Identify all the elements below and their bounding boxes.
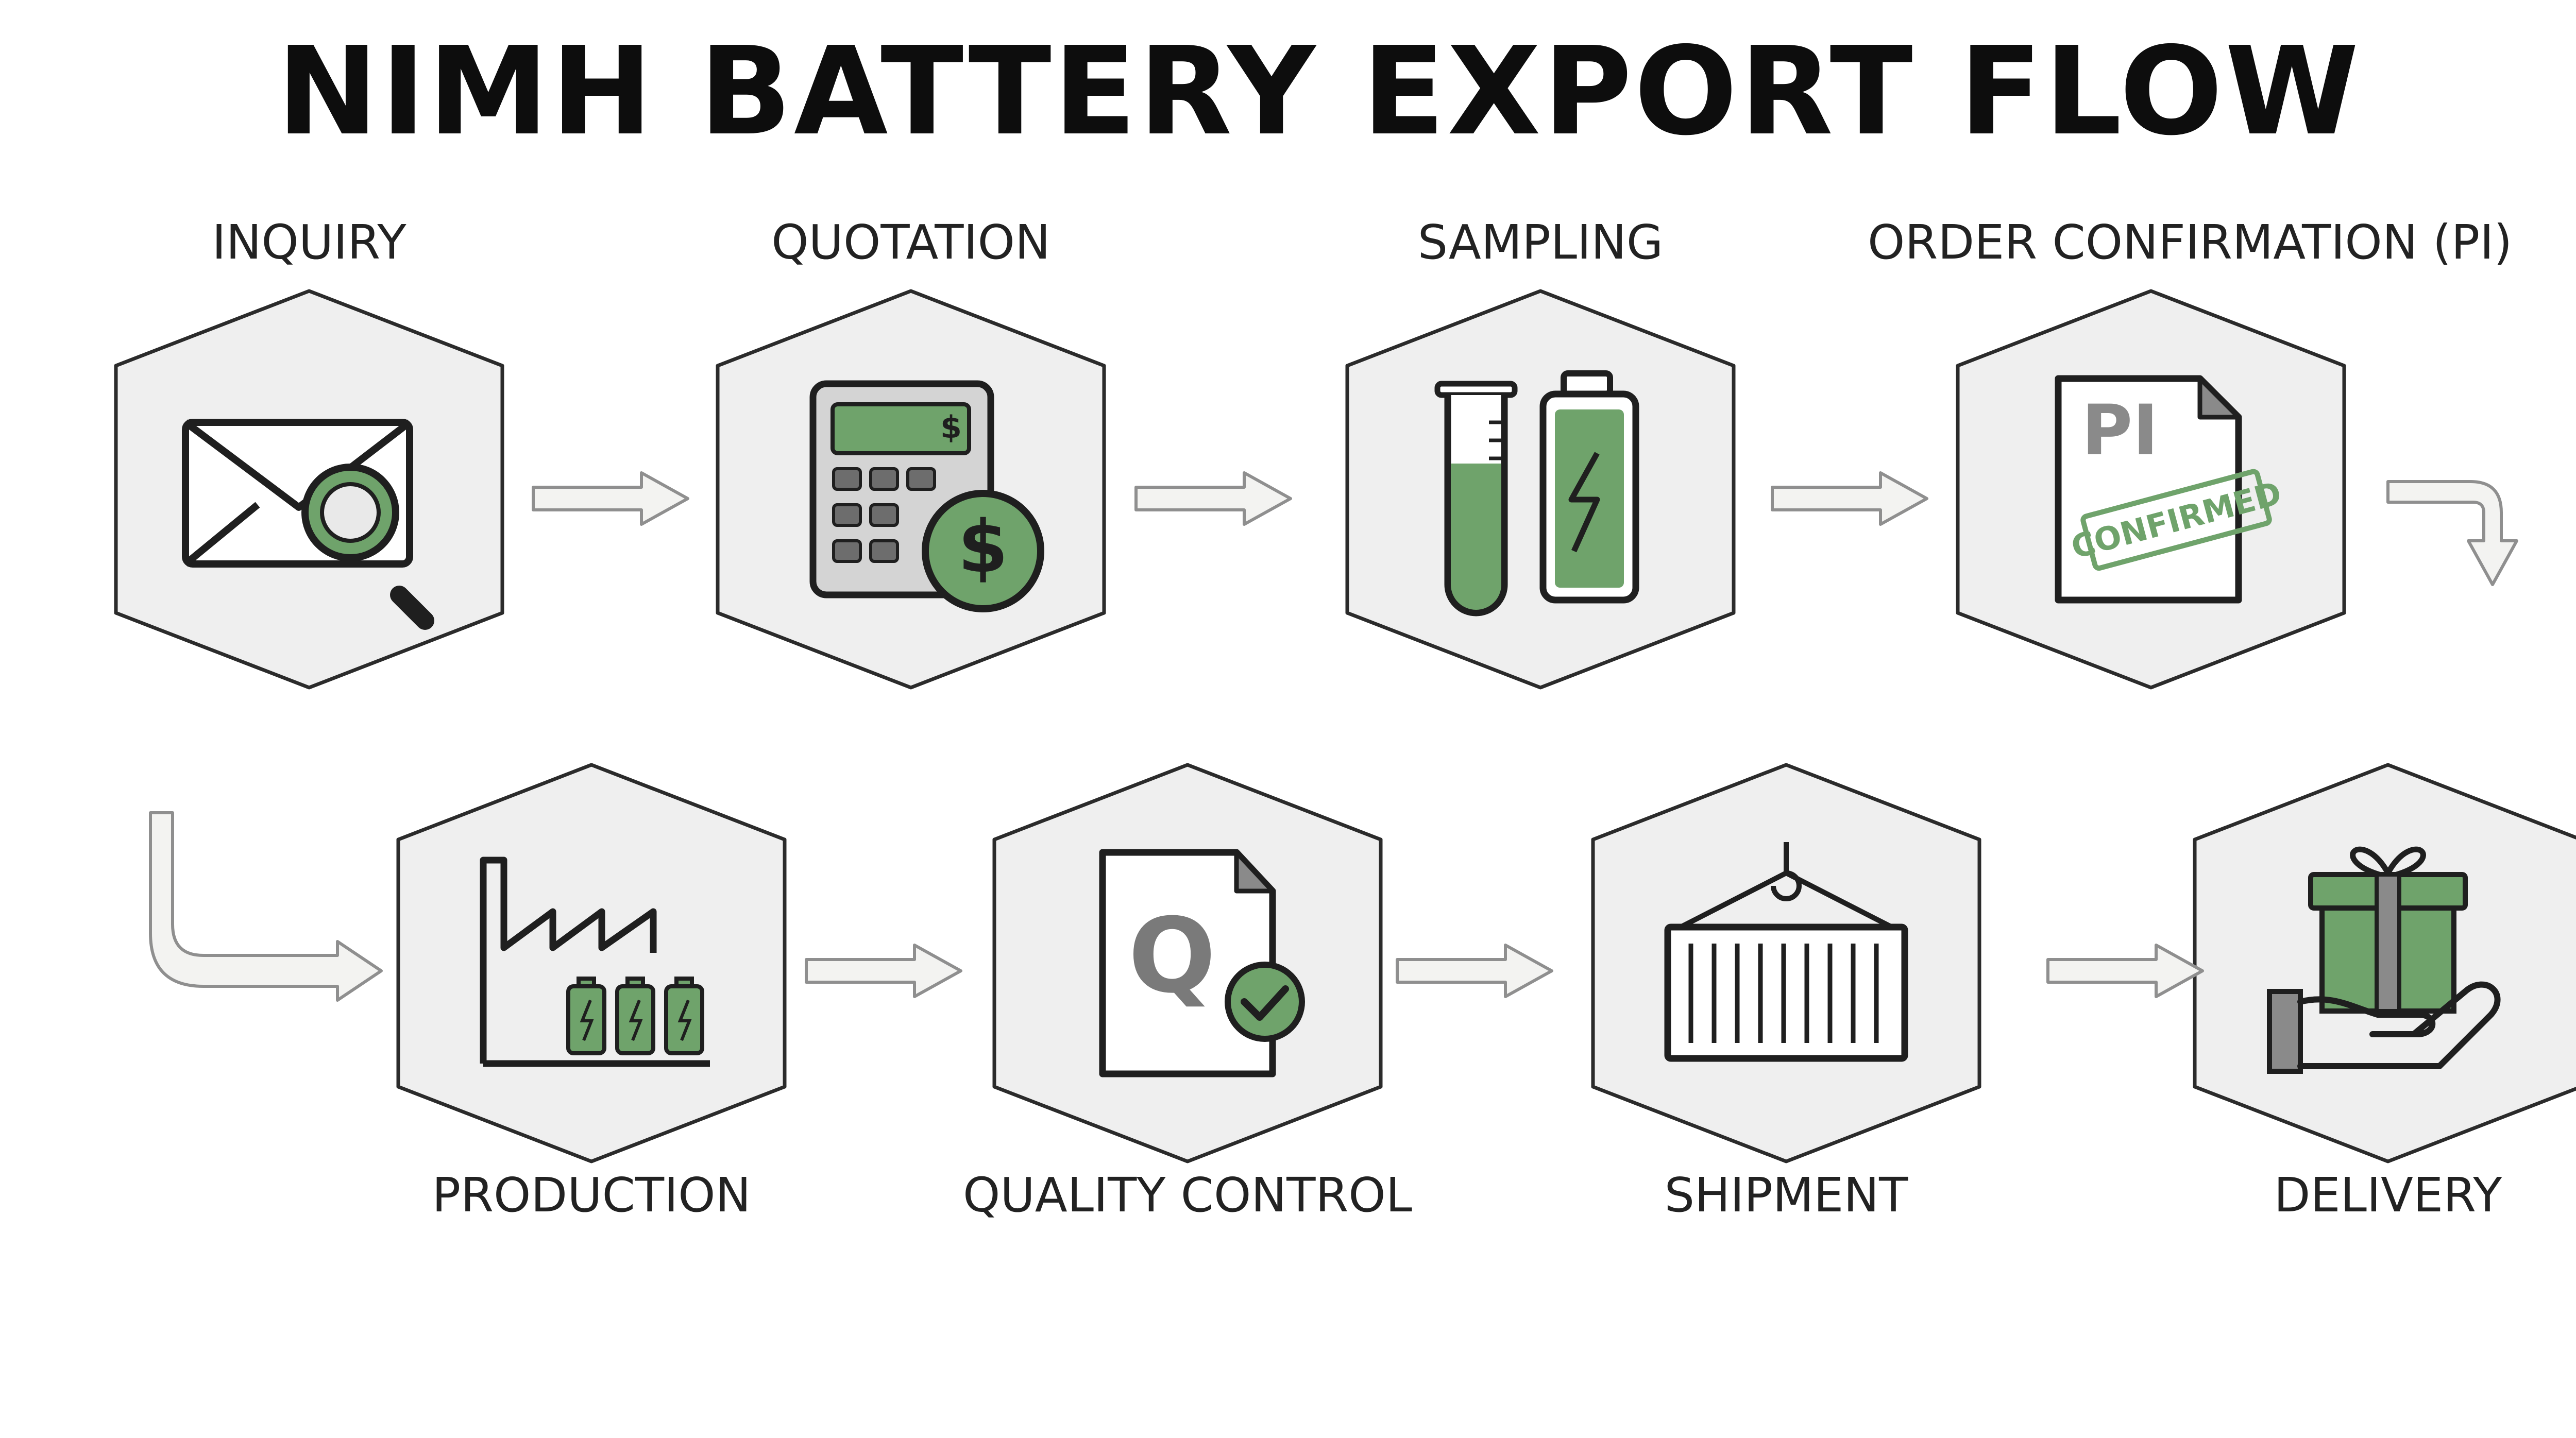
arrow-shipment-to-delivery (2048, 945, 2202, 997)
qc-document-icon: Q (1099, 849, 1305, 1077)
step-node-delivery (2195, 765, 2576, 1161)
hand-gift-icon (2267, 846, 2501, 1074)
step-label-quality-control: QUALITY CONTROL (963, 1168, 1412, 1223)
arrow-quality-control-to-shipment (1397, 945, 1552, 997)
calculator-dollar-icon: $ $ (809, 380, 1044, 612)
step-node-order-confirmation: PI CONFIRMED (1958, 291, 2344, 688)
factory-batteries-icon (480, 857, 710, 1067)
envelope-search-icon (182, 419, 434, 630)
step-node-quality-control: Q (994, 765, 1381, 1161)
arrow-inquiry-to-quotation (533, 473, 688, 524)
step-label-production: PRODUCTION (432, 1168, 751, 1223)
step-label-quotation: QUOTATION (771, 215, 1050, 270)
arrow-quotation-to-sampling (1136, 473, 1291, 524)
pi-doc-text: PI (2081, 390, 2158, 471)
arrow-production-to-quality-control (806, 945, 961, 997)
step-node-production (398, 765, 785, 1161)
calculator-screen-text: $ (940, 409, 962, 446)
step-node-quotation: $ $ (718, 291, 1104, 688)
arrow-row-wrap-into-production (149, 811, 383, 1002)
step-node-shipment (1593, 765, 1979, 1161)
arrow-sampling-to-order (1772, 473, 1927, 524)
step-label-inquiry: INQUIRY (212, 215, 406, 270)
step-node-inquiry (116, 291, 502, 688)
step-label-sampling: SAMPLING (1417, 215, 1664, 270)
step-node-sampling (1347, 291, 1734, 688)
page-title: NIMH BATTERY EXPORT FLOW (277, 21, 2361, 162)
coin-dollar-text: $ (958, 505, 1008, 589)
test-tube-battery-icon (1434, 370, 1639, 617)
step-label-delivery: DELIVERY (2274, 1168, 2502, 1223)
arrow-row-wrap-down (2386, 480, 2518, 586)
qc-doc-text: Q (1128, 896, 1216, 1016)
container-crane-icon (1664, 842, 1908, 1062)
step-label-order-confirmation: ORDER CONFIRMATION (PI) (1868, 215, 2513, 270)
step-label-shipment: SHIPMENT (1664, 1168, 1908, 1223)
